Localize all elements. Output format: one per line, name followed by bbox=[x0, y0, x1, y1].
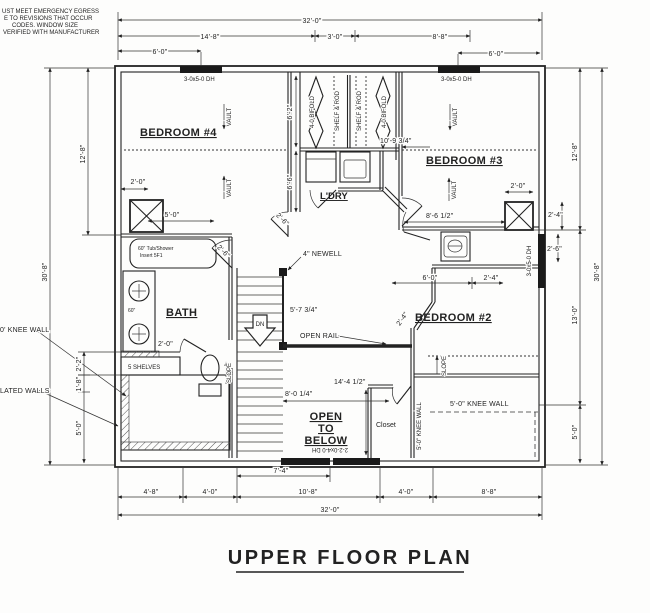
door-swings bbox=[179, 189, 431, 405]
dim-bottom-10-8: 10'-8" bbox=[298, 489, 317, 496]
room-label-closet: Closet bbox=[376, 422, 396, 429]
room-label-bedroom2: BEDROOM #2 bbox=[415, 312, 492, 324]
windows bbox=[180, 66, 545, 465]
shelves-unit bbox=[120, 350, 181, 376]
shelves-label: 5 SHELVES bbox=[128, 365, 160, 371]
down-label: DN bbox=[256, 322, 265, 328]
tub-label-1: 60" Tub/Shower bbox=[138, 246, 174, 252]
dimension-lines bbox=[44, 12, 608, 520]
bifold-label-right: 4-0 BIFOLD bbox=[382, 95, 388, 128]
window-label-bottom: 2-2-0x4-0 DH bbox=[312, 446, 348, 452]
note-line-2: E TO REVISIONS THAT OCCUR bbox=[4, 16, 93, 22]
chimney-chase-left bbox=[129, 199, 164, 233]
down-arrow-icon bbox=[243, 314, 277, 347]
toilet bbox=[198, 354, 222, 397]
slope-label-bedroom2: SLOPE bbox=[442, 356, 448, 376]
shelf-rod-label-right: SHELF & ROD bbox=[357, 90, 363, 131]
dim-right-2-0: 2'-0" bbox=[511, 183, 526, 190]
dim-top-8-8: 8'-8" bbox=[433, 34, 448, 41]
room-label-bath: BATH bbox=[166, 307, 197, 319]
dim-left-1-8: 1'-8" bbox=[76, 376, 83, 391]
room-label-laundry: L'DRY bbox=[320, 191, 348, 202]
window-label-bedroom3: 3-0x5-0 DH bbox=[441, 77, 472, 83]
room-label-bedroom4: BEDROOM #4 bbox=[140, 127, 217, 139]
dim-int-10-9: 10'-9 3/4" bbox=[380, 138, 412, 145]
note-line-4: VERIFIED WITH MANUFACTURER bbox=[3, 30, 100, 36]
stair-rail bbox=[279, 268, 412, 350]
open-below-line2: TO bbox=[318, 423, 334, 435]
dim-door-2-4: 2'-4" bbox=[396, 311, 410, 328]
bathtub bbox=[129, 238, 217, 269]
dim-top-6-0-left: 6'-0" bbox=[153, 49, 168, 56]
chimney-chase-right bbox=[504, 201, 534, 231]
dim-bottom-4-8: 4'-8" bbox=[144, 489, 159, 496]
vault-label: VAULT bbox=[453, 107, 459, 126]
washer-icon bbox=[305, 151, 337, 183]
vault-label: VAULT bbox=[452, 180, 458, 199]
open-rail-label: OPEN RAIL bbox=[300, 333, 339, 340]
dim-bottom-4-0a: 4'-0" bbox=[203, 489, 218, 496]
note-line-1: UST MEET EMERGENCY EGRESS bbox=[2, 9, 99, 15]
dim-right-2-4: 2'-4" bbox=[548, 212, 563, 219]
open-below-line1: OPEN bbox=[310, 411, 343, 423]
dim-left-2-2: 2'-2" bbox=[76, 356, 83, 371]
dim-int-8-6: 8'-6 1/2" bbox=[426, 213, 454, 220]
dim-left-30-8: 30'-8" bbox=[42, 262, 49, 281]
insulated-storage bbox=[120, 374, 231, 451]
knee-wall-label-closet: 5'-0" KNEE WALL bbox=[417, 401, 423, 449]
dim-top-3-0: 3'-0" bbox=[328, 34, 343, 41]
dim-top-overall: 32'-0" bbox=[302, 18, 321, 25]
dim-bottom-7-4: 7'-4" bbox=[274, 468, 289, 475]
dim-bottom-8-8: 8'-8" bbox=[482, 489, 497, 496]
shelf-rod-label-left: SHELF & ROD bbox=[335, 90, 341, 131]
dim-bottom-overall: 32'-0" bbox=[320, 507, 339, 514]
dim-int-6-6: 6'-6" bbox=[287, 174, 294, 189]
newell-label: 4" NEWELL bbox=[303, 251, 342, 258]
dim-bottom-4-0b: 4'-0" bbox=[399, 489, 414, 496]
vault-slope-arrows bbox=[222, 104, 452, 384]
dim-right-5-0: 5'-0" bbox=[572, 424, 579, 439]
dim-right-13-0: 13'-0" bbox=[572, 305, 579, 324]
dim-right-12-8: 12'-8" bbox=[572, 142, 579, 161]
dim-int-14-4: 14'-4 1/2" bbox=[334, 379, 366, 386]
bifold-label-left: 4-0 BIFOLD bbox=[310, 95, 316, 128]
dim-int-6-2: 6'-2" bbox=[287, 104, 294, 119]
bifold-door-right bbox=[375, 75, 391, 150]
window-label-bedroom4: 3-0x5-0 DH bbox=[184, 77, 215, 83]
ceiling-break-lines bbox=[124, 149, 538, 460]
dim-int-5-7: 5'-7 3/4" bbox=[290, 307, 318, 314]
dim-bath-2-0: 2'-0" bbox=[158, 341, 173, 348]
bifold-door-left bbox=[308, 75, 324, 150]
insulated-walls-note: LATED WALLS bbox=[0, 388, 50, 395]
slope-label-bath: SLOPE bbox=[227, 363, 233, 383]
dim-int-6-0: 6'-0" bbox=[423, 275, 438, 282]
vent-fan-symbol bbox=[440, 231, 471, 262]
knee-wall-label-bedroom2: 5'-0" KNEE WALL bbox=[450, 401, 509, 408]
vanity-size-label: 60" bbox=[128, 308, 136, 314]
dim-b4-5-0: 5'-0" bbox=[165, 212, 180, 219]
stairs bbox=[236, 268, 284, 458]
dim-right-30-8: 30'-8" bbox=[594, 262, 601, 281]
dim-left-12-8: 12'-8" bbox=[80, 144, 87, 163]
tub-label-2: Insert 5F1 bbox=[140, 253, 163, 259]
note-line-3: CODES. WINDOW SIZE bbox=[12, 23, 78, 29]
dim-int-8-0: 8'-0 1/4" bbox=[285, 391, 313, 398]
room-label-bedroom3: BEDROOM #3 bbox=[426, 155, 503, 167]
vanity-sinks bbox=[122, 270, 156, 353]
vault-label: VAULT bbox=[227, 107, 233, 126]
dim-b4-2-0: 2'-0" bbox=[131, 179, 146, 186]
vault-label: VAULT bbox=[227, 178, 233, 197]
open-below-line3: BELOW bbox=[305, 435, 348, 447]
dim-left-5-0: 5'-0" bbox=[76, 420, 83, 435]
window-label-right-wall: 3-0x5-0 DH bbox=[527, 246, 533, 277]
knee-wall-note: 0' KNEE WALL bbox=[0, 327, 49, 334]
drawing-title: UPPER FLOOR PLAN bbox=[228, 547, 472, 569]
dim-top-14-8: 14'-8" bbox=[200, 34, 219, 41]
dim-top-6-0-right: 6'-0" bbox=[489, 51, 504, 58]
dryer-icon bbox=[339, 151, 371, 183]
dim-right-2-6: 2'-6" bbox=[547, 246, 562, 253]
dim-int-2-4: 2'-4" bbox=[484, 275, 499, 282]
